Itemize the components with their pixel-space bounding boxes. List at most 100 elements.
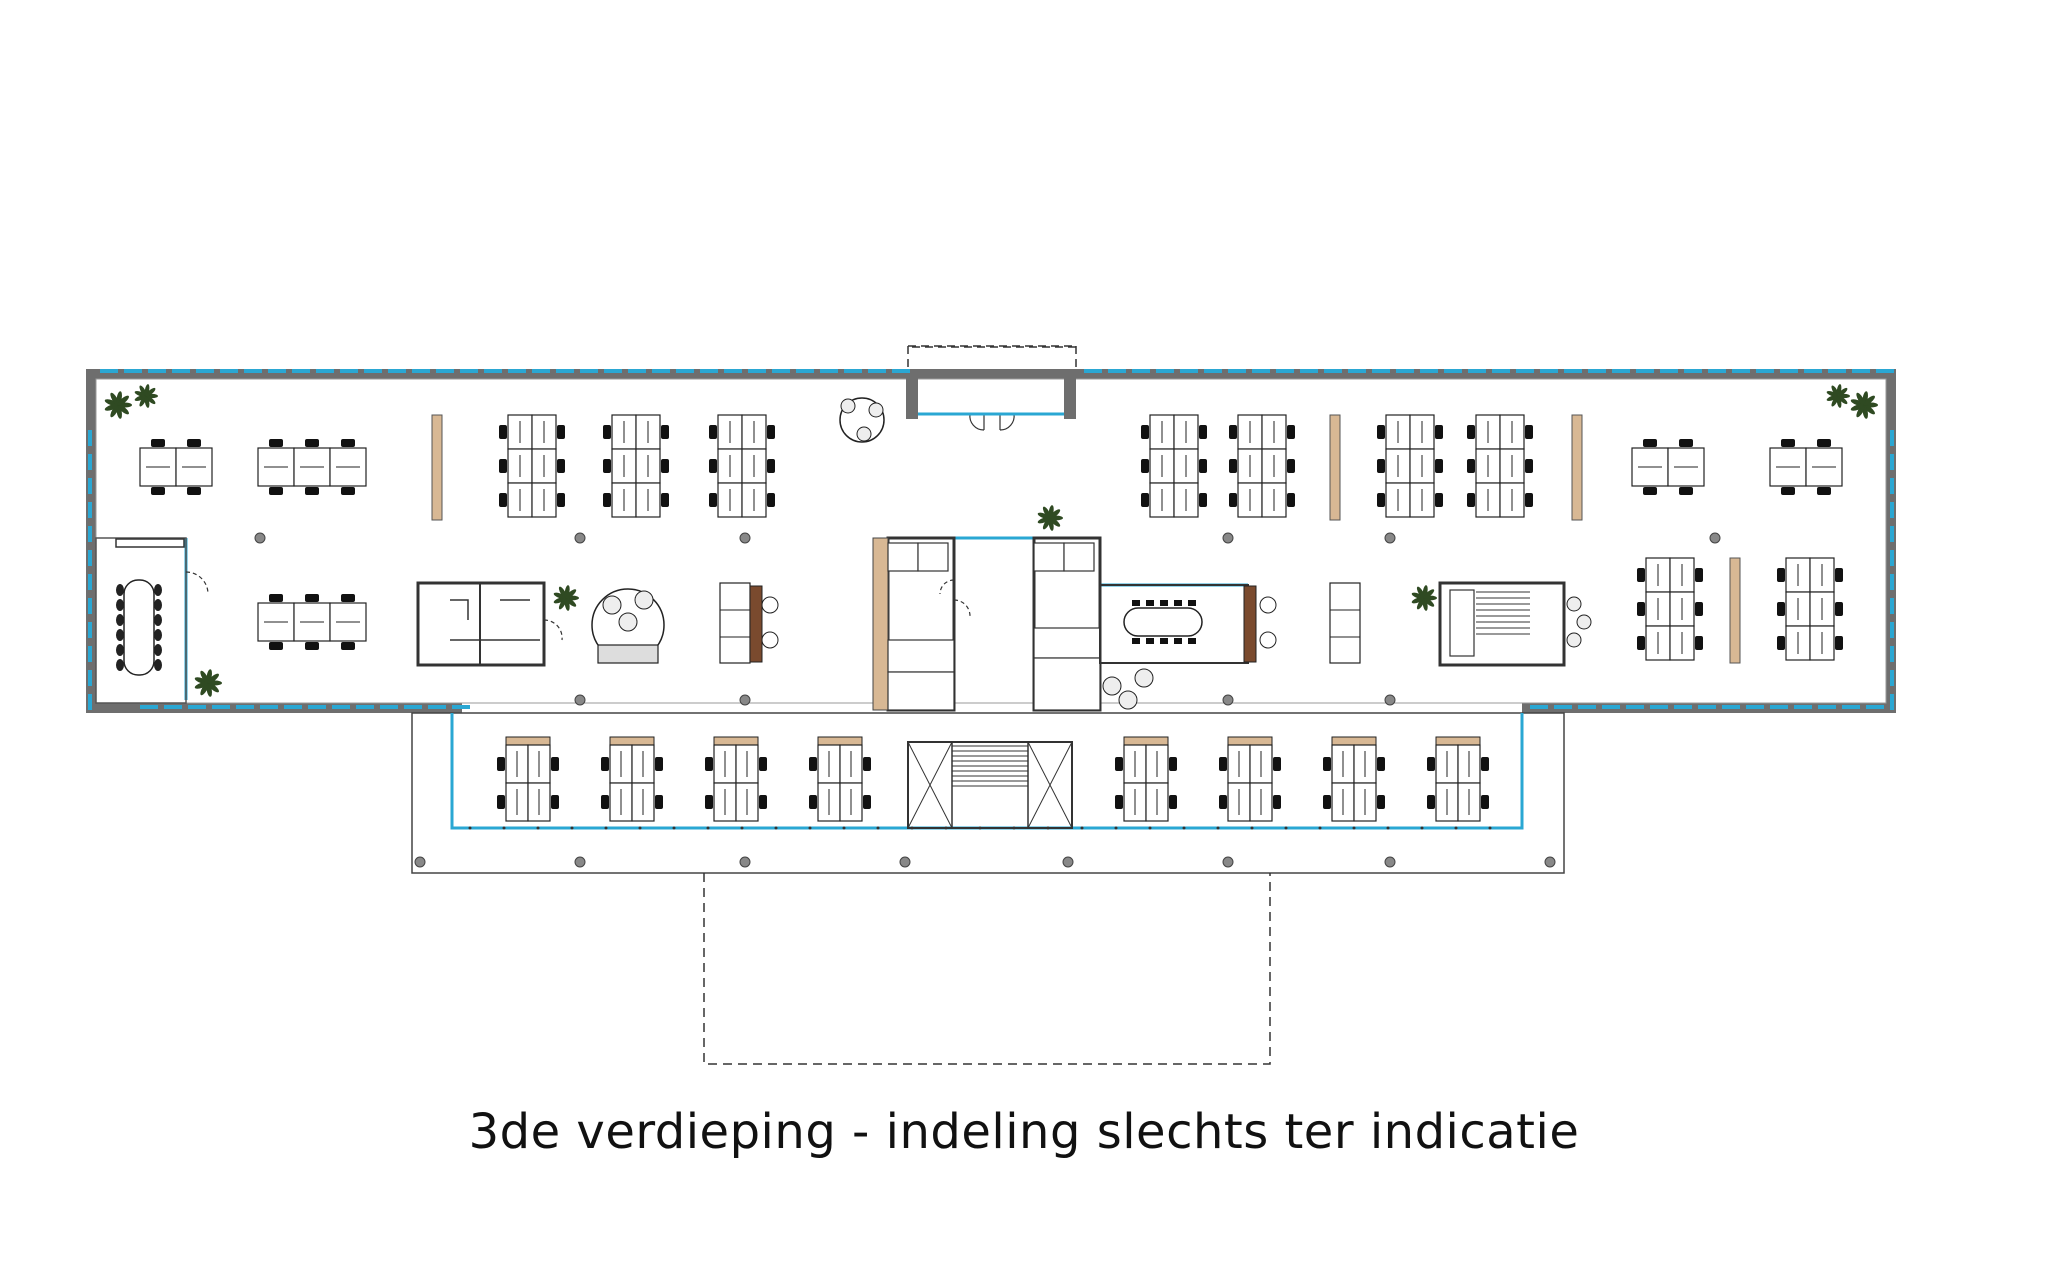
leaf — [134, 391, 147, 397]
desk-cluster — [1467, 414, 1533, 518]
window-pane — [1770, 705, 1788, 709]
storage-unit — [505, 736, 551, 746]
chair-icon — [1174, 638, 1182, 644]
window-pane — [1554, 705, 1572, 709]
window-pane — [316, 369, 334, 373]
mullion — [706, 826, 710, 830]
window-pane — [1890, 502, 1894, 518]
window-pane — [460, 369, 478, 373]
chair-icon — [499, 459, 507, 473]
plant-icon — [1826, 384, 1850, 408]
column-icon — [574, 694, 586, 706]
window-pane — [1530, 705, 1548, 709]
stool-icon — [1259, 631, 1277, 649]
window-pane — [1300, 369, 1318, 373]
desk-icon — [1645, 591, 1671, 627]
chair-icon — [116, 644, 124, 656]
chair-icon — [705, 795, 713, 809]
chair-icon — [1160, 600, 1168, 606]
chair-icon — [759, 757, 767, 771]
chair-icon — [1377, 425, 1385, 439]
mullion — [1216, 826, 1220, 830]
plant-icon — [104, 391, 132, 419]
mullion — [1148, 826, 1152, 830]
window-pane — [1180, 369, 1198, 373]
mullion — [1080, 826, 1084, 830]
column-icon — [1222, 532, 1234, 544]
window-pane — [628, 369, 646, 373]
window-pane — [1444, 369, 1462, 373]
chair-icon — [497, 795, 505, 809]
mullion — [808, 826, 812, 830]
window-pane — [1890, 454, 1894, 470]
window-pane — [1204, 369, 1222, 373]
column-icon — [739, 532, 751, 544]
column-icon — [574, 856, 586, 868]
window-pane — [100, 369, 118, 373]
chair-icon — [1229, 425, 1237, 439]
storage-unit — [713, 736, 759, 746]
window-pane — [1890, 526, 1894, 542]
window-pane — [1588, 369, 1606, 373]
terrace-outline — [703, 873, 1271, 1065]
focus-furniture — [450, 599, 530, 620]
window-pane — [724, 369, 742, 373]
chair-icon — [1141, 425, 1149, 439]
chair-icon — [1377, 757, 1385, 771]
chair-icon — [1115, 795, 1123, 809]
window-pane — [1348, 369, 1366, 373]
stool-icon — [1102, 676, 1122, 696]
chair-icon — [499, 493, 507, 507]
chair-icon — [1377, 795, 1385, 809]
window-pane — [1324, 369, 1342, 373]
mullion — [502, 826, 506, 830]
chair-icon — [1781, 439, 1795, 447]
desk-cluster — [1141, 414, 1207, 518]
leaf — [1850, 399, 1865, 406]
service-cores — [95, 536, 1566, 829]
window-pane — [1468, 369, 1486, 373]
window-pane — [196, 369, 214, 373]
desk-cluster — [1637, 557, 1703, 661]
window-pane — [124, 369, 142, 373]
column-icon — [1384, 694, 1396, 706]
chair-icon — [551, 757, 559, 771]
lift-left — [907, 741, 953, 829]
door-swing-icon — [185, 571, 209, 595]
chair-icon — [151, 487, 165, 495]
chair-icon — [603, 425, 611, 439]
toilet-icon — [887, 542, 919, 572]
stool-icon — [1134, 668, 1154, 688]
chair-icon — [499, 425, 507, 439]
window-pane — [1674, 705, 1692, 709]
leaf — [1826, 391, 1839, 397]
column-icon — [574, 532, 586, 544]
window-pane — [88, 430, 92, 446]
window-pane — [1156, 369, 1174, 373]
window-pane — [1890, 694, 1894, 710]
window-pane — [452, 705, 470, 709]
lift-right — [1027, 741, 1073, 829]
chair-icon — [655, 757, 663, 771]
window-pane — [380, 705, 398, 709]
chair-icon — [603, 493, 611, 507]
plants — [104, 384, 1878, 697]
desk-cluster — [1427, 736, 1489, 822]
leaf — [553, 592, 567, 599]
chair-icon — [305, 439, 319, 447]
mullion — [1284, 826, 1288, 830]
chair-icon — [1637, 602, 1645, 616]
chair-icon — [1132, 600, 1140, 606]
window-pane — [1084, 369, 1102, 373]
column-icon — [1384, 532, 1396, 544]
mullion — [1318, 826, 1322, 830]
storage-unit — [1331, 736, 1377, 746]
leaf — [558, 597, 567, 610]
window-pane — [1876, 369, 1894, 373]
window-pane — [1420, 369, 1438, 373]
mullion — [1454, 826, 1458, 830]
mullion — [468, 826, 472, 830]
chair-icon — [1467, 425, 1475, 439]
chair-icon — [1146, 638, 1154, 644]
window-pane — [532, 369, 550, 373]
